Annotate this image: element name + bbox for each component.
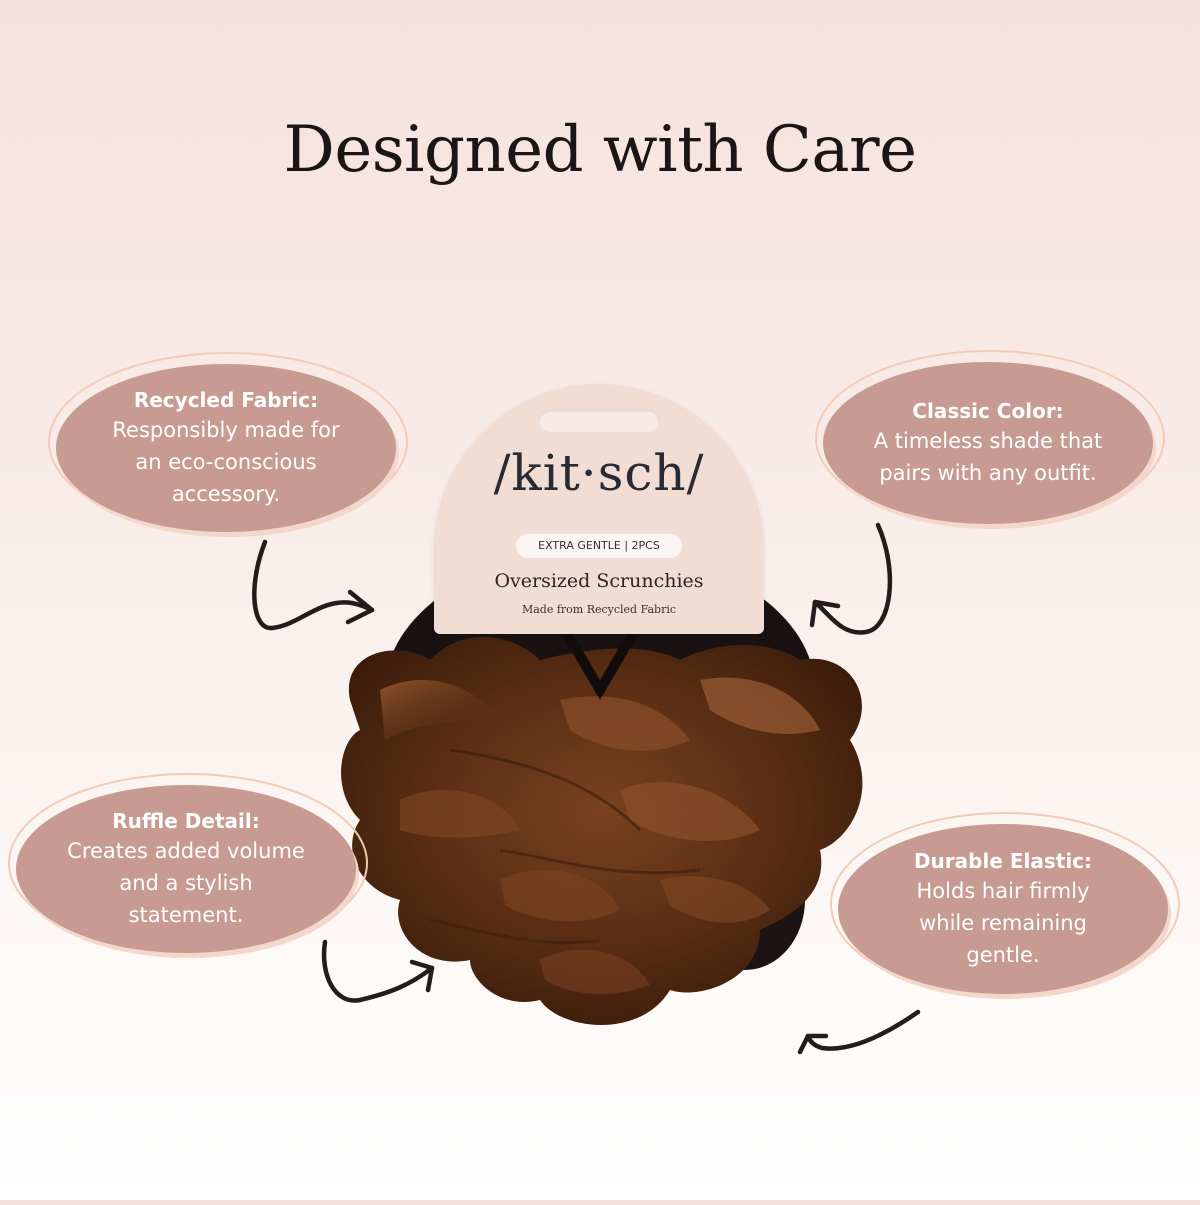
feature-title: Ruffle Detail: [112,809,260,833]
feature-line: and a stylish [119,871,253,895]
feature-line: A timeless shade that [873,429,1103,453]
feature-line: an eco-conscious [135,450,317,474]
feature-bubble-ruffle-detail: Ruffle Detail: Creates added volume and … [8,773,368,958]
feature-bubble-classic-color: Classic Color: A timeless shade that pai… [815,350,1165,530]
feature-line: while remaining [919,911,1087,935]
bubble-fill: Ruffle Detail: Creates added volume and … [16,785,356,953]
brand-logo: /kit·sch/ [493,444,705,502]
feature-line: Holds hair firmly [916,879,1090,903]
product-name: Oversized Scrunchies [494,570,704,592]
feature-title: Durable Elastic: [913,849,1093,873]
bubble-fill: Classic Color: A timeless shade that pai… [823,362,1153,524]
product-badge: EXTRA GENTLE | 2PCS [516,534,682,558]
feature-title: Classic Color: [912,399,1064,423]
feature-line: pairs with any outfit. [879,461,1097,485]
page-title: Designed with Care [283,113,918,187]
bubble-fill: Durable Elastic: Holds hair firmly while… [838,824,1168,994]
feature-line: Responsibly made for [112,418,340,442]
feature-title: Recycled Fabric: [133,388,319,412]
feature-line: statement. [128,903,244,927]
feature-bubble-durable-elastic: Durable Elastic: Holds hair firmly while… [830,812,1180,1000]
product-subtitle: Made from Recycled Fabric [521,603,677,616]
bubble-ring [815,350,1165,526]
feature-line: accessory. [171,482,281,506]
tag-hang-hole [539,410,659,432]
bubble-fill: Recycled Fabric: Responsibly made for an… [56,364,396,532]
feature-bubble-recycled-fabric: Recycled Fabric: Responsibly made for an… [48,352,408,537]
product-hang-tag: /kit·sch/ EXTRA GENTLE | 2PCS Oversized … [434,384,764,634]
feature-line: gentle. [966,943,1040,967]
feature-line: Creates added volume [67,839,305,863]
bubble-ring [830,812,1180,996]
